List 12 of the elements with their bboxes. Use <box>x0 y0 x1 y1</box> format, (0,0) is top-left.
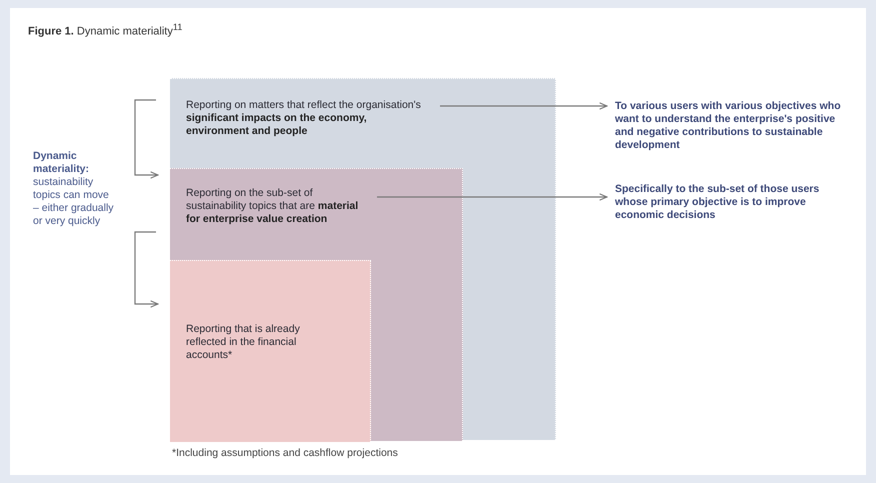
materiality-box <box>170 78 556 440</box>
box-text: Reporting that is already reflected in the financial accounts* <box>186 323 301 362</box>
side-note: Dynamic materiality: sustainability topics can move – either gradually or very quickly <box>33 150 115 228</box>
audience-text: Specifically to the sub-set of those users whose primary objective is to improve economic decisions <box>615 183 820 222</box>
materiality-box <box>170 260 371 442</box>
audience-text: To various users with various objectives who want to understand the enterprise's positive and negative contributions to sustainable development <box>615 100 842 152</box>
materiality-box <box>170 168 463 441</box>
box-text: Reporting on matters that reflect the organisation's significant impacts on the economy, environment and people <box>186 99 422 138</box>
arrow <box>440 102 608 110</box>
box-text: Reporting on the sub-set of sustainability topics that are material for enterprise value creation <box>186 187 360 226</box>
figure-title: Figure 1. Dynamic materiality$^{11}$ <box>28 22 182 38</box>
arrow <box>377 193 608 201</box>
